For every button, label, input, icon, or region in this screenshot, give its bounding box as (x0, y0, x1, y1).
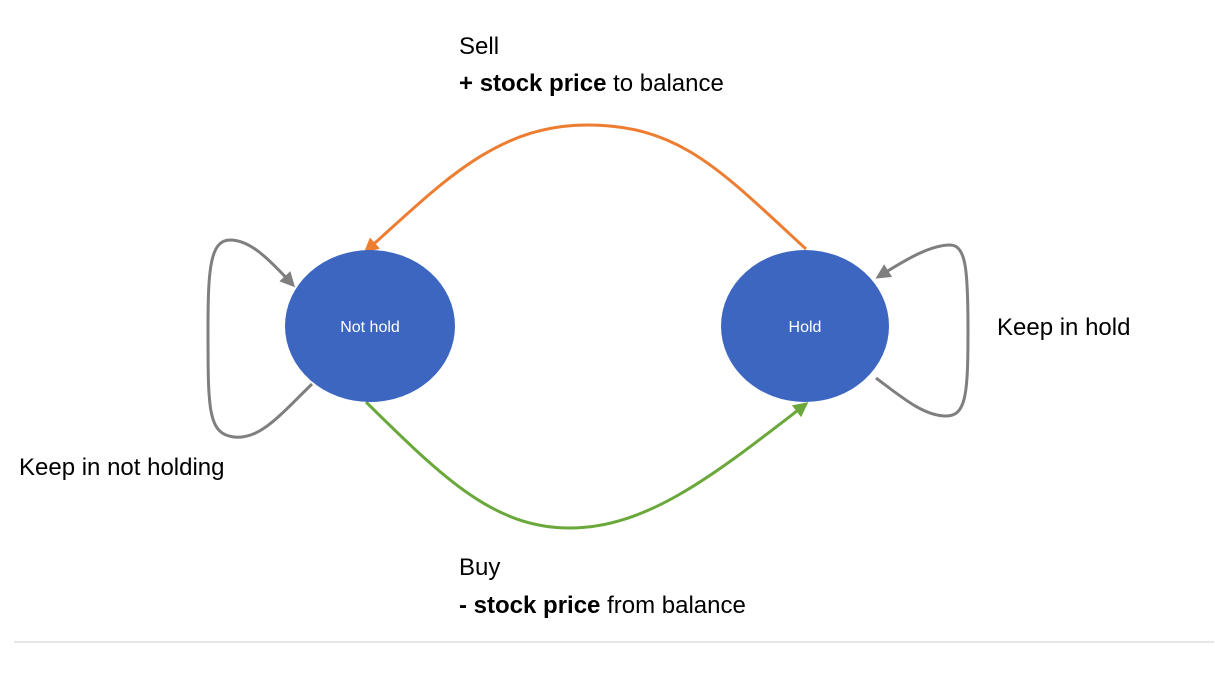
buy-effect-label: - stock price from balance (459, 592, 746, 619)
hold-label: Hold (789, 319, 822, 336)
buy-action-label: Buy (459, 554, 500, 581)
not-hold-label: Not hold (340, 319, 400, 336)
not-hold-node (285, 250, 455, 402)
keep-in-hold-label: Keep in hold (997, 314, 1130, 341)
buy-effect-prefix: - (459, 592, 474, 619)
sell-effect-emphasis: stock price (480, 70, 607, 97)
buy-arrow (364, 400, 809, 530)
keep-in-not-holding-label: Keep in not holding (19, 454, 225, 481)
hold-node (721, 250, 889, 402)
sell-effect-label: + stock price to balance (459, 70, 724, 97)
sell-effect-prefix: + (459, 70, 480, 97)
keep-hold-loop (875, 243, 970, 418)
keep-not-holding-loop (206, 238, 314, 439)
bottom-divider (14, 641, 1214, 643)
buy-effect-suffix: from balance (600, 592, 745, 619)
sell-action-label: Sell (459, 33, 499, 60)
sell-effect-suffix: to balance (606, 70, 723, 97)
sell-arrow (363, 123, 808, 253)
buy-effect-emphasis: stock price (474, 592, 601, 619)
